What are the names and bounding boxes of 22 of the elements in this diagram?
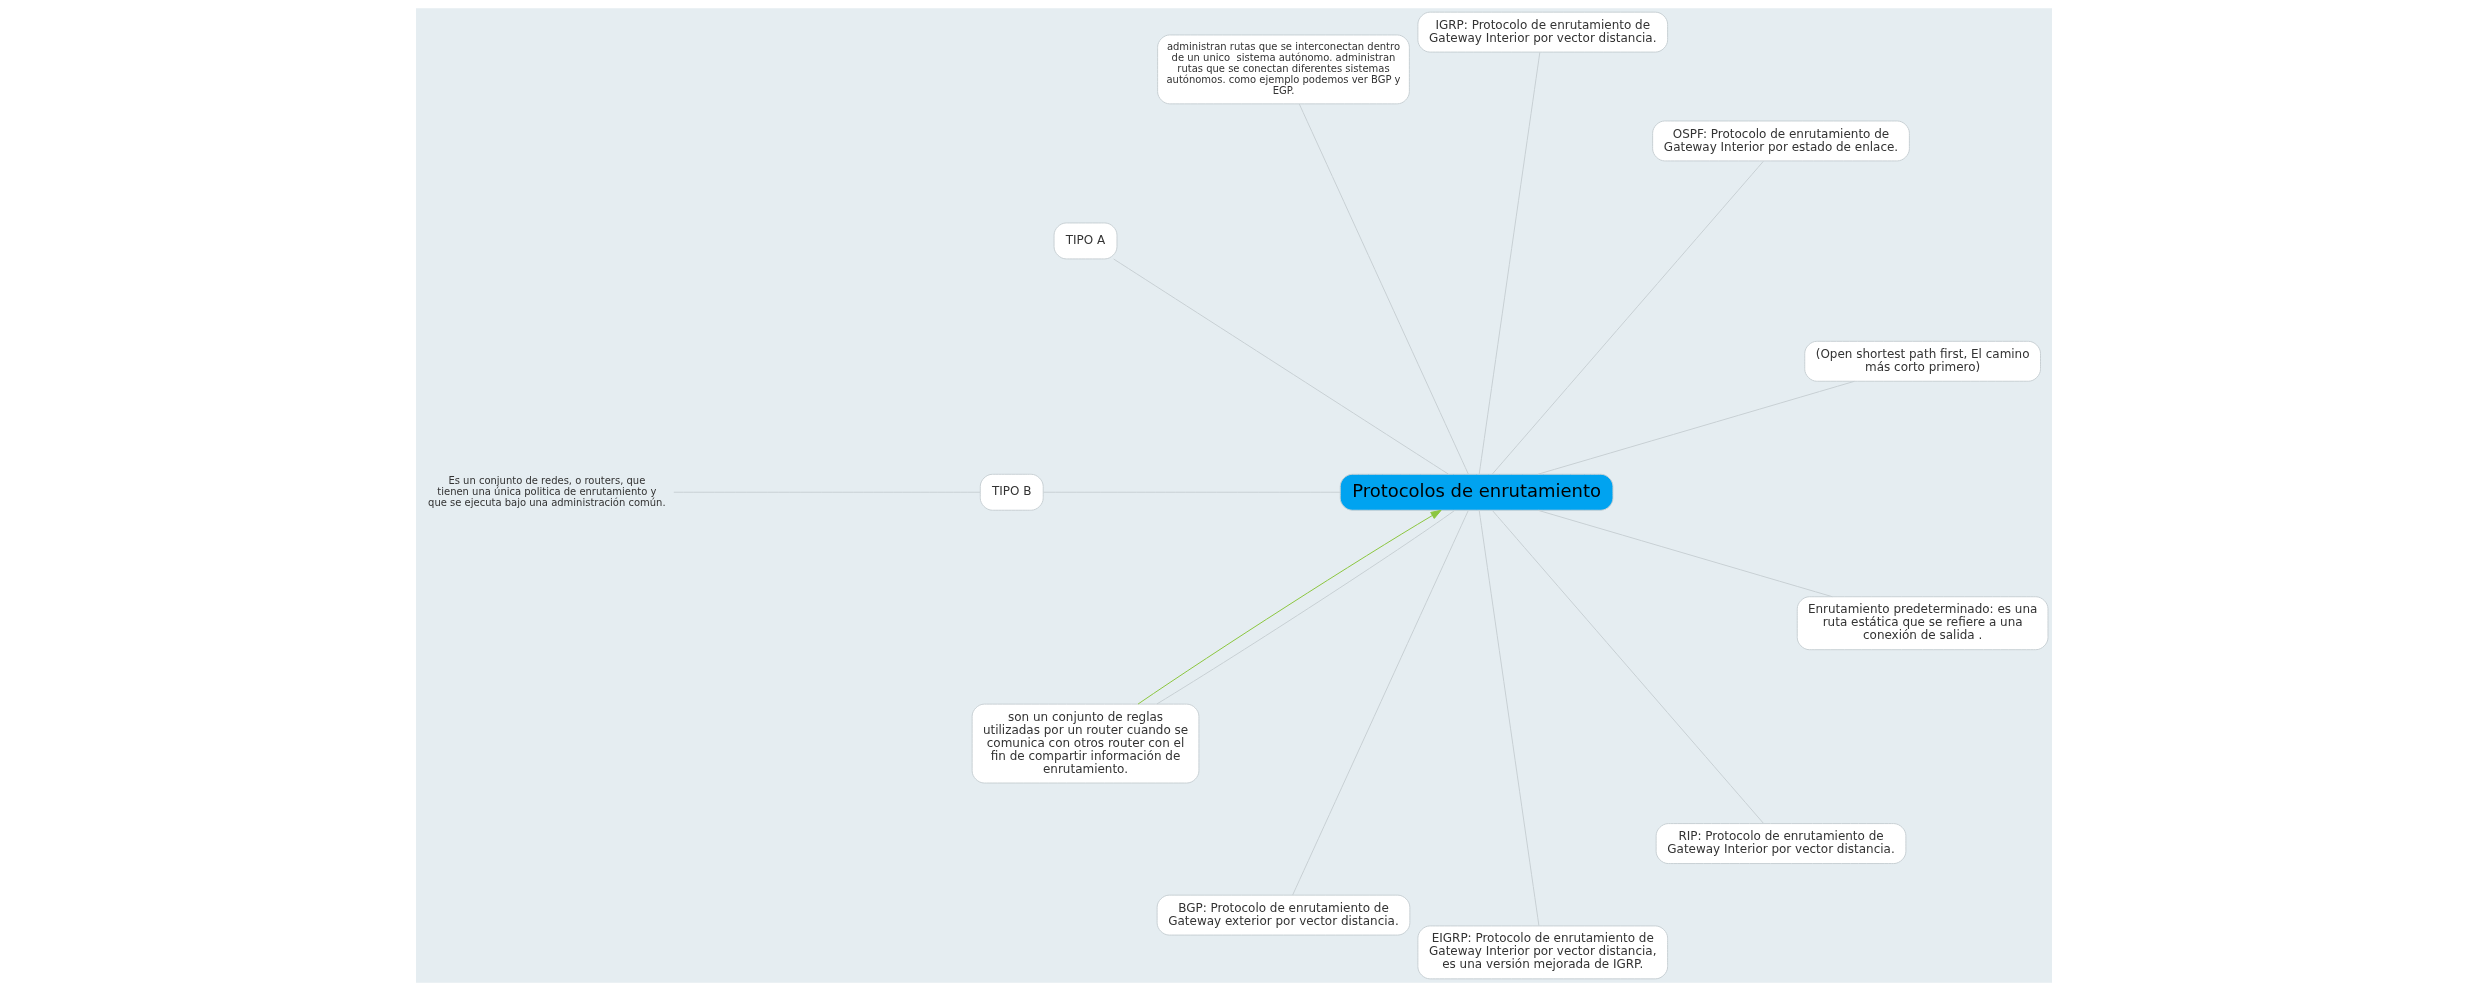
connector bbox=[1478, 51, 1541, 475]
node-box: administran rutas que se interconectan dentro de un unico sistema autónomo. administran rutas que se conectan diferentes sistemas autónomos. como ejemplo podemos ver BGP y EGP. bbox=[1157, 34, 1410, 105]
node-box: Enrutamiento predeterminado: es una ruta estática que se refiere a una conexión de salida . bbox=[1796, 596, 2049, 651]
node-box: (Open shortest path first, El camino más corto primero) bbox=[1804, 340, 2041, 382]
node-box: BGP: Protocolo de enrutamiento de Gateway exterior por vector distancia. bbox=[1156, 894, 1411, 936]
node-text: Es un conjunto de redes, o routers, que tienen una única politica de enrutamiento y que se ejecuta bajo una administración común. bbox=[428, 474, 666, 508]
connector bbox=[1113, 258, 1449, 475]
connector bbox=[1298, 103, 1469, 475]
node-box: OSPF: Protocolo de enrutamiento de Gateway Interior por estado de enlace. bbox=[1652, 120, 1910, 162]
node-box: EIGRP: Protocolo de enrutamiento de Gateway Interior por vector distancia, es una versión mejorada de IGRP. bbox=[1417, 925, 1669, 980]
node-box: TIPO B bbox=[979, 473, 1044, 511]
connector bbox=[1292, 509, 1469, 896]
node-box: IGRP: Protocolo de enrutamiento de Gateway Interior por vector distancia. bbox=[1417, 11, 1669, 53]
connector bbox=[1537, 380, 1855, 475]
node-box: RIP: Protocolo de enrutamiento de Gateway Interior por vector distancia. bbox=[1655, 823, 1907, 865]
connector bbox=[1537, 509, 1833, 598]
node-box: son un conjunto de reglas utilizadas por un router cuando se comunica con otros router con el fin de compartir información de enrutamiento. bbox=[971, 703, 1200, 784]
connector bbox=[1492, 510, 1764, 824]
connector bbox=[1492, 160, 1764, 475]
node-box: Protocolos de enrutamiento bbox=[1339, 473, 1614, 511]
connector bbox=[1478, 509, 1540, 927]
node-box: TIPO A bbox=[1053, 222, 1118, 260]
